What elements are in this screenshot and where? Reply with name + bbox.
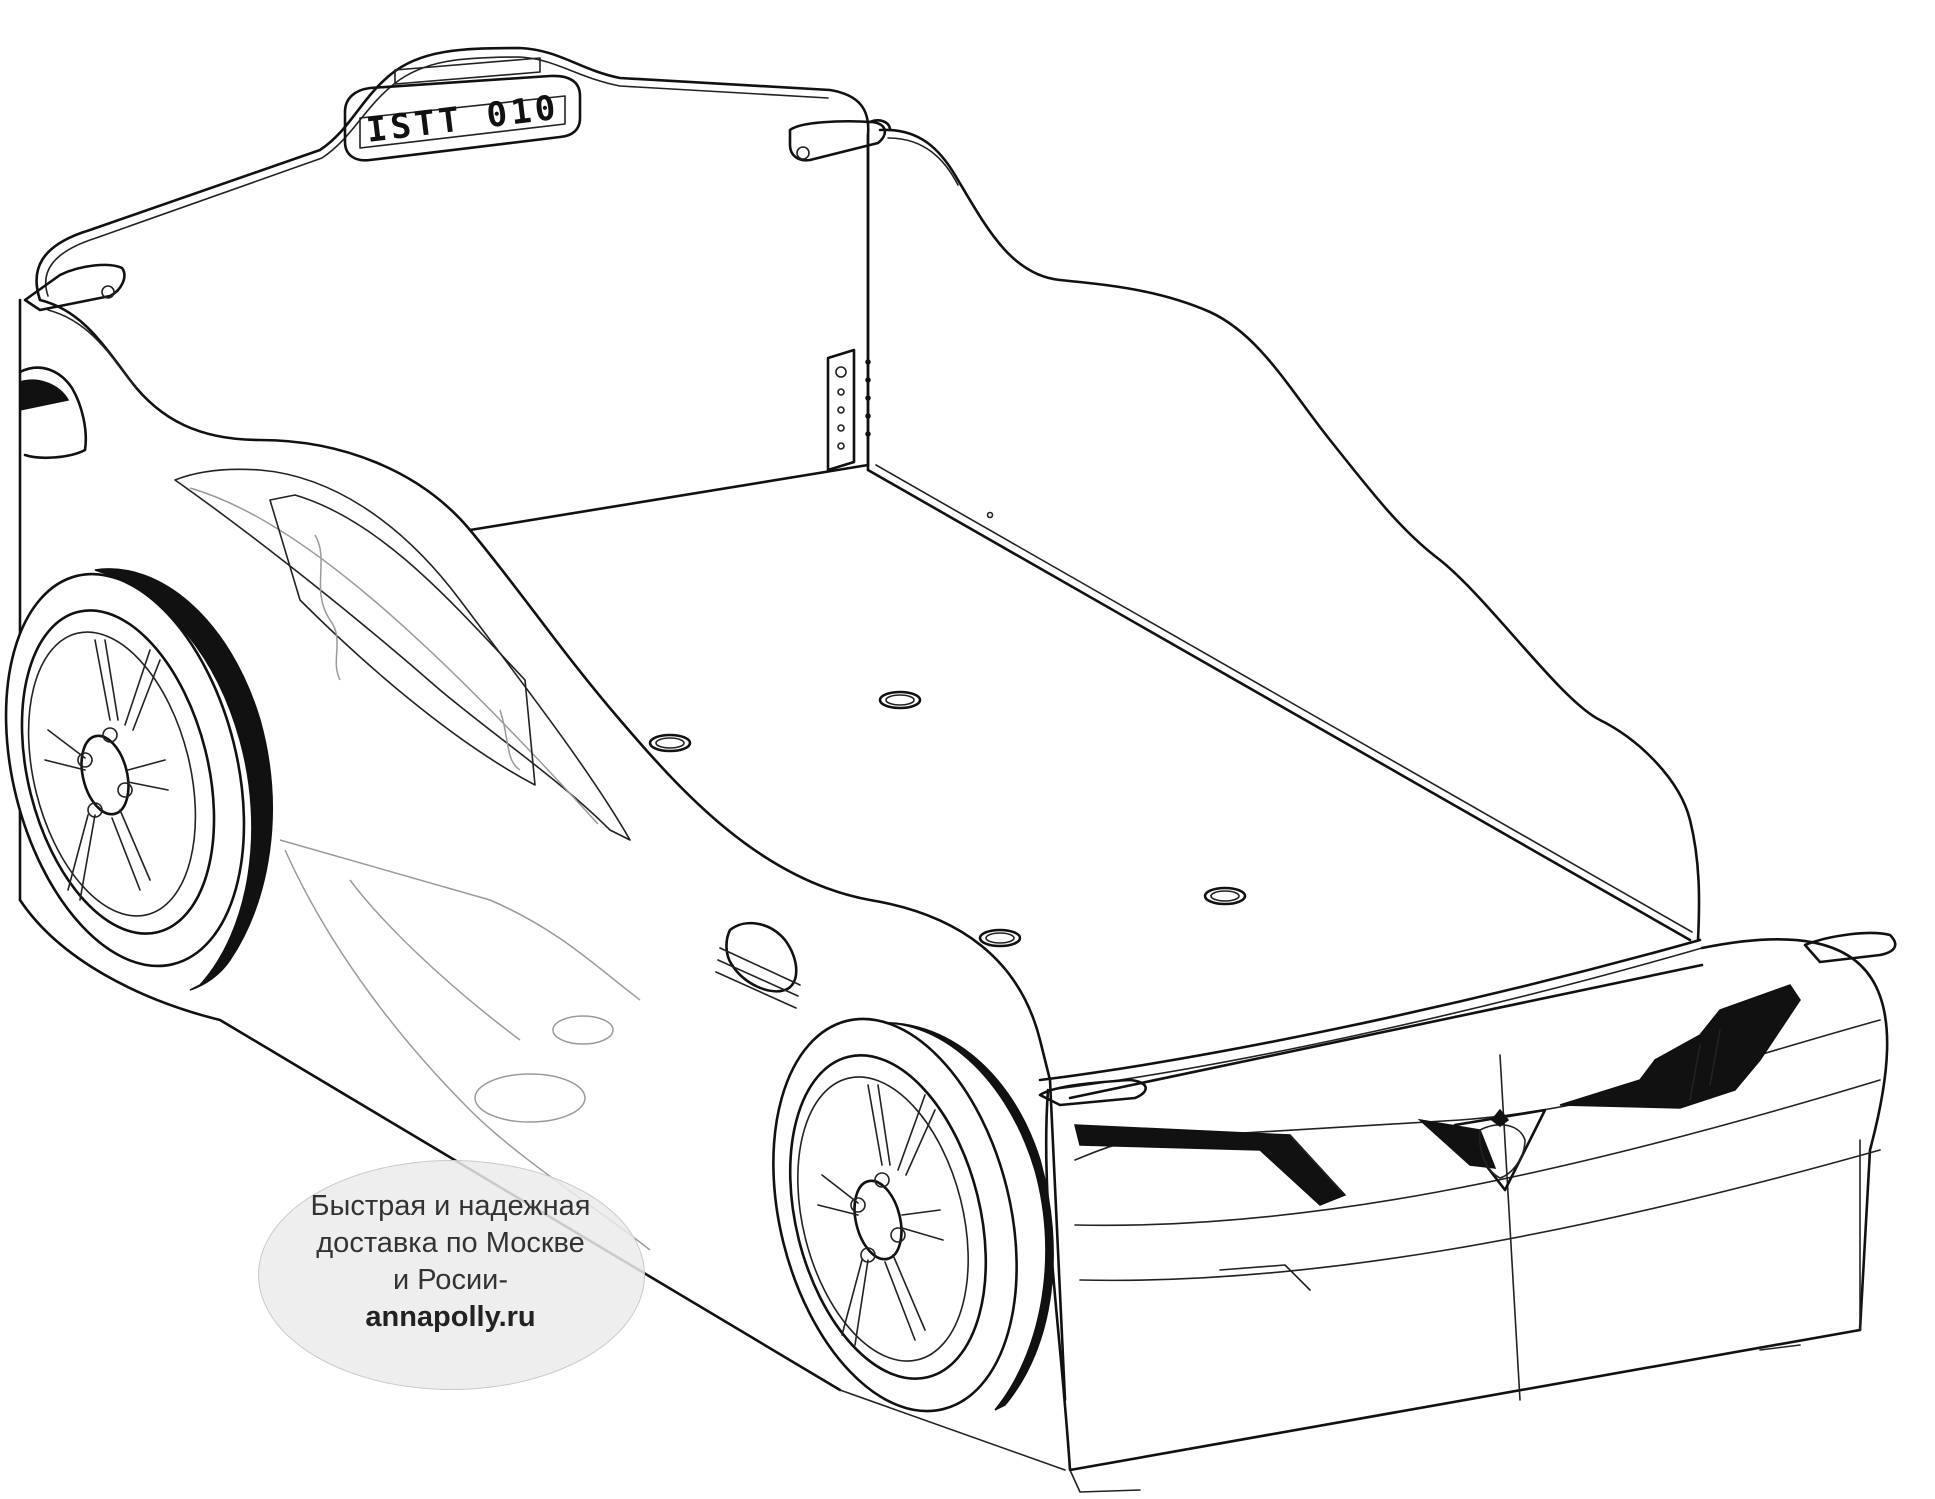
watermark-line-2: доставка по Москве (316, 1227, 585, 1259)
license-plate: ISTT 010 (343, 57, 582, 162)
corner-bracket (826, 348, 871, 472)
fuel-cap (715, 921, 801, 1009)
watermark-site-link[interactable]: annapolly.ru (365, 1301, 536, 1333)
rear-wheel (4, 568, 273, 991)
watermark-text: Быстрая и надежная доставка по Москве и … (258, 1188, 643, 1336)
watermark-line-1: Быстрая и надежная (310, 1190, 591, 1222)
front-mirrors (1038, 931, 1897, 1107)
side-vent (18, 366, 88, 460)
mattress-base (468, 463, 1703, 1091)
far-side-panel (866, 128, 1701, 942)
delivery-watermark: Быстрая и надежная доставка по Москве и … (258, 1160, 645, 1390)
watermark-ellipse (258, 1160, 645, 1390)
watermark-line-3: и Росии- (392, 1264, 508, 1296)
front-wheel (772, 1017, 1054, 1413)
side-window (174, 468, 631, 841)
near-side-panel (18, 298, 1067, 1402)
front-skirt (839, 1344, 1801, 1493)
left-mirror (23, 263, 126, 312)
headlights (1074, 984, 1801, 1291)
emblem (1453, 1108, 1547, 1192)
right-mirror (788, 119, 892, 162)
